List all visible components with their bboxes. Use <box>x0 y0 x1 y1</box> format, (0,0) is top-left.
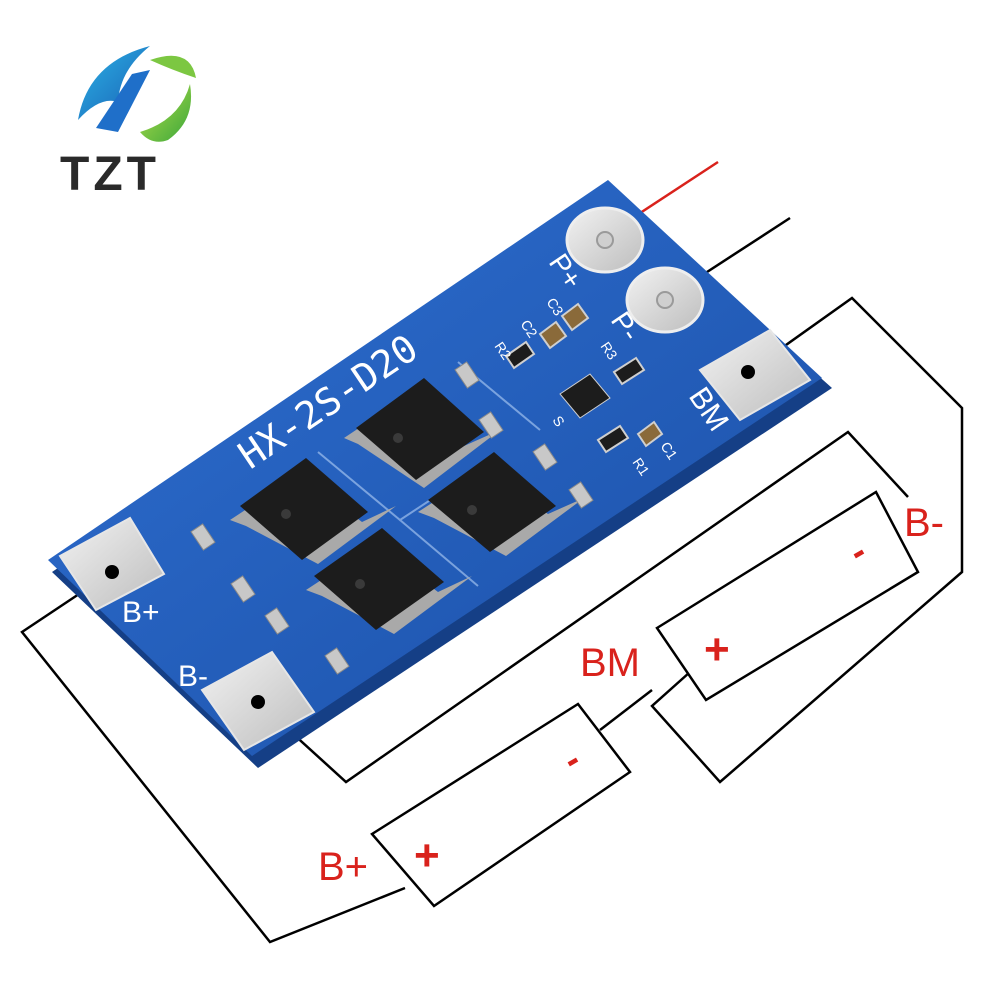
wire-b-plus <box>20 570 406 944</box>
smd-r3 <box>612 356 646 386</box>
smd-r2 <box>504 340 536 370</box>
battery-bottom-plus: + <box>414 831 440 880</box>
label-b-minus: B- <box>904 501 944 545</box>
pad-p-minus <box>625 266 705 334</box>
wire-bm <box>650 296 964 784</box>
brand-logo: TZT <box>60 46 196 201</box>
wire-bm-link <box>599 689 653 731</box>
wire-b-minus <box>257 430 909 784</box>
logo-text: TZT <box>60 148 160 201</box>
mosfet-1 <box>344 378 500 488</box>
silk-b-plus: B+ <box>122 596 160 629</box>
mosfet-2 <box>418 452 584 556</box>
logo-swoosh-green <box>140 84 192 142</box>
logo-swoosh-blue <box>78 46 150 120</box>
logo-leaf-green <box>150 55 196 78</box>
pad-b-plus <box>58 516 166 612</box>
pad-b-minus <box>200 650 316 752</box>
pad-bm <box>698 328 812 422</box>
smd-r1 <box>596 424 630 454</box>
label-bm: BM <box>580 641 640 685</box>
pcb-board: HX-2S-D20 P+ P- BM B+ B- <box>48 180 832 768</box>
battery-top-plus: + <box>704 625 730 674</box>
silk-b-minus: B- <box>178 660 208 693</box>
mosfet-3 <box>230 458 396 564</box>
logo-swoosh-blue-2 <box>96 70 150 132</box>
smd-ic <box>559 373 611 419</box>
smd-c3 <box>560 302 590 332</box>
label-b-plus: B+ <box>318 845 368 889</box>
mosfet-4 <box>306 528 472 634</box>
smd-c1 <box>636 420 664 448</box>
battery-top <box>655 490 920 702</box>
battery-bottom <box>370 702 632 908</box>
smd-c2 <box>538 320 568 350</box>
pad-p-plus <box>565 206 645 274</box>
wiring <box>20 160 964 944</box>
